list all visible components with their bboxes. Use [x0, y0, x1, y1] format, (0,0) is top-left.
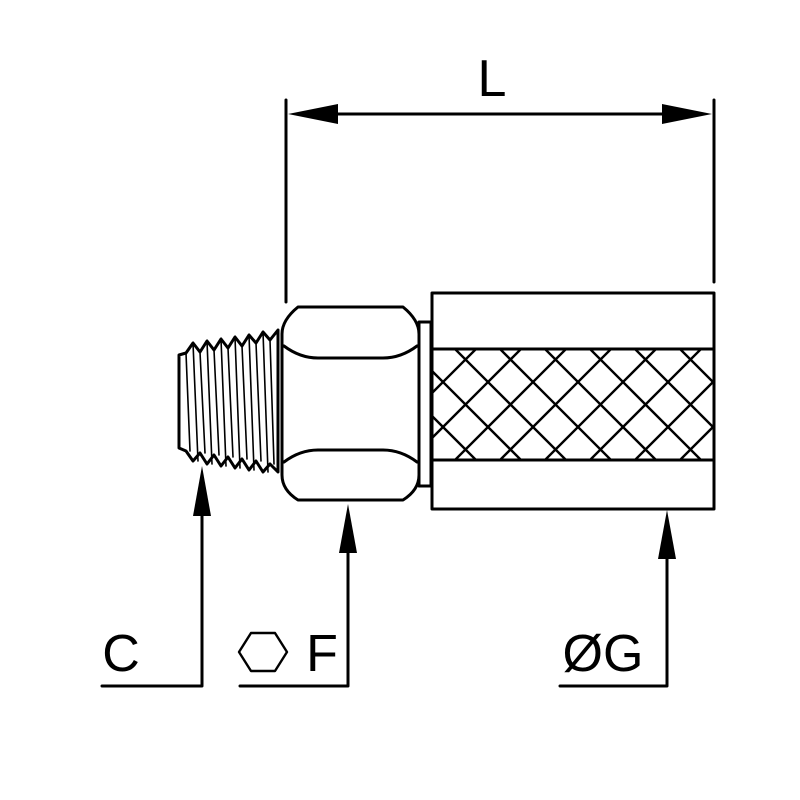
thread-lines [185, 331, 275, 473]
label-diameter-g: ØG [563, 625, 644, 683]
hex-face-top [282, 344, 419, 360]
leader-g [558, 510, 676, 688]
leader-f [238, 504, 357, 688]
braid-mesh [432, 349, 714, 460]
hex-face-bottom [282, 448, 419, 464]
leader-c [100, 466, 211, 688]
sleeve-outline [430, 291, 716, 511]
label-c: C [102, 625, 140, 683]
hex-body [280, 305, 421, 502]
hex-nut [280, 305, 433, 502]
hexagon-icon [237, 631, 289, 673]
arrowhead-right [662, 104, 712, 124]
threaded-end [177, 328, 280, 474]
dimension-l [284, 98, 716, 304]
braided-sleeve [430, 291, 716, 511]
label-f: F [306, 625, 338, 683]
collar [417, 320, 433, 488]
label-l: L [478, 50, 507, 108]
arrowhead-left [288, 104, 338, 124]
